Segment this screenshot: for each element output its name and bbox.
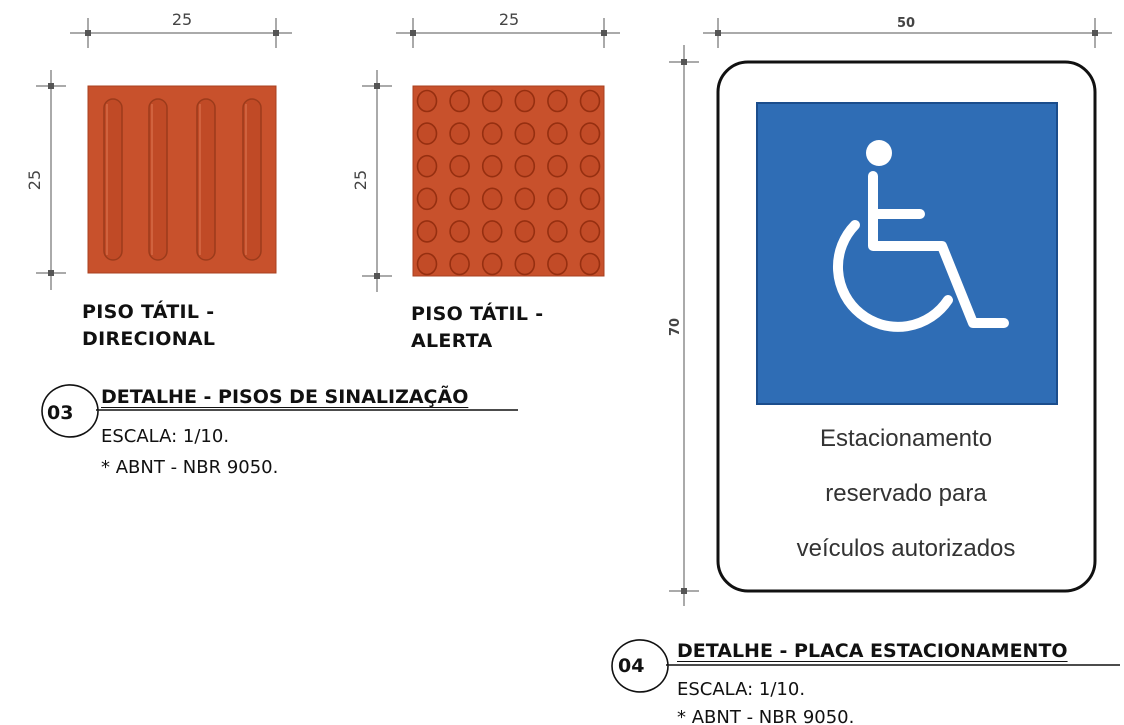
tactile-dome [579,187,601,211]
tactile-dome [416,220,438,243]
sign-blue-panel [756,102,1058,405]
tactile-dome [514,154,536,178]
sign-text-line3: veículos autorizados [796,535,1016,562]
tile-alert-label: PISO TÁTIL - ALERTA [411,301,543,355]
dim-text-tile-alert-height: 25 [351,170,370,190]
tactile-dome [579,154,601,178]
tactile-dome [547,154,568,178]
tile-directional-label-line1: PISO TÁTIL - [82,301,215,323]
tactile-dome [481,187,503,211]
dim-text-tile-dir-width: 25 [172,10,192,29]
tactile-dome [449,154,470,178]
tactile-dome [449,220,470,243]
detail-04-norm: * ABNT - NBR 9050. [677,707,855,725]
tactile-dome [481,89,503,113]
detail-03-scale: ESCALA: 1/10. [101,426,230,447]
detail-04-scale: ESCALA: 1/10. [677,679,806,700]
tactile-dome [416,154,438,178]
tactile-dome [416,89,438,113]
tactile-dome [579,89,601,113]
tactile-dome [547,122,568,145]
dim-text-sign-height: 70 [668,318,683,336]
tactile-dome [449,89,470,113]
detail-03-title: DETALHE - PISOS DE SINALIZAÇÃO [101,386,469,408]
tile-directional-label-line2: DIRECIONAL [82,328,216,350]
tactile-dome [449,252,470,276]
tactile-dome [481,154,503,178]
tactile-dome [579,252,601,276]
tactile-dome [481,122,503,145]
detail-04-number: 04 [618,655,645,677]
sign-text-line2: reservado para [825,480,987,507]
tactile-dome [547,187,568,211]
tile-directional-label: PISO TÁTIL - DIRECIONAL [82,299,215,353]
detail-04-title: DETALHE - PLACA ESTACIONAMENTO [677,640,1068,662]
sign-text-line1: Estacionamento [819,425,993,452]
dim-text-tile-alert-width: 25 [499,10,519,29]
tactile-dome [514,89,536,113]
detail-04-bubble [611,639,1120,693]
tile-alert [412,85,605,277]
tactile-dome [481,220,503,243]
tactile-dome [579,220,601,243]
detail-03-norm: * ABNT - NBR 9050. [101,457,279,478]
tactile-dome [547,252,568,276]
tactile-dome [547,220,568,243]
tactile-dome [449,187,470,211]
dim-text-sign-width: 50 [897,16,915,31]
tile-directional [87,85,277,274]
tactile-dome [449,122,470,145]
tile-alert-label-line2: ALERTA [411,330,493,352]
detail-03-number: 03 [47,402,74,424]
tactile-dome [514,252,536,276]
wheelchair-icon [832,140,1009,332]
dim-text-tile-dir-height: 25 [25,170,44,190]
tactile-dome [547,89,568,113]
parking-sign [716,60,1097,593]
tactile-dome [416,122,438,145]
tactile-dome [514,220,536,243]
tactile-dome [514,122,536,145]
tactile-dome [416,252,438,276]
tactile-dome [481,252,503,276]
tactile-dome [514,187,536,211]
tile-alert-label-line1: PISO TÁTIL - [411,303,544,325]
tactile-dome [579,122,601,145]
tactile-dome [416,187,438,211]
detail-03-bubble [41,384,518,438]
